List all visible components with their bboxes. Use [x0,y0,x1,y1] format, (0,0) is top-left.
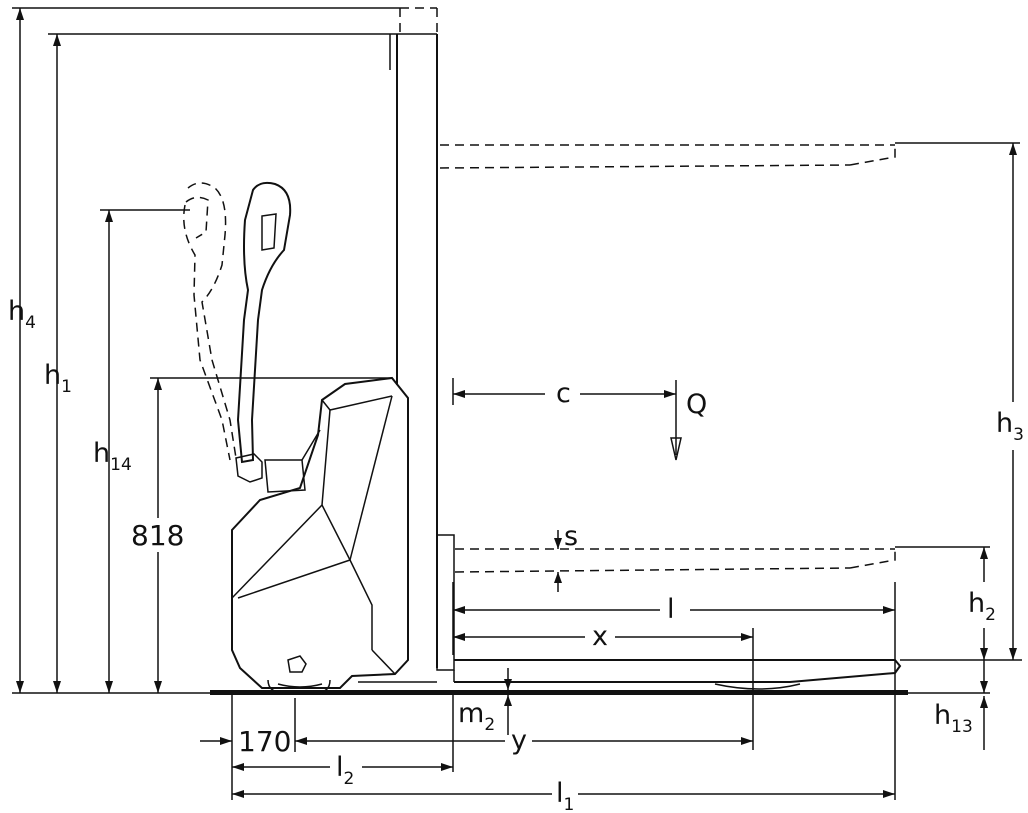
dim-h13 [905,660,990,750]
dim-h2 [895,546,1022,661]
dim-h1 [48,33,390,693]
label-h2: h2 [968,588,996,625]
dim-y [295,737,753,745]
drive-wheel [267,679,331,694]
raised-fork-dashed [439,144,896,169]
mast-extended-dashed [399,7,438,34]
label-s: s [564,521,578,552]
load-arrow-q [670,380,682,461]
dim-l2 [232,695,454,772]
dim-s [554,530,562,592]
ground-line [210,690,908,695]
dim-l [452,582,896,800]
dim-170 [200,695,296,800]
dim-818 [150,377,392,693]
label-c: c [556,378,571,409]
label-y: y [511,725,527,756]
tiller-handle-dashed [183,182,237,461]
dim-c [452,378,676,405]
label-l2: l2 [336,752,354,789]
dim-h4 [12,7,400,693]
mast [389,33,455,671]
label-h14: h14 [93,438,132,475]
label-l: l [667,594,675,625]
label-m2: m2 [458,698,495,735]
dim-m2 [504,668,512,735]
label-h4: h4 [8,296,36,333]
lifted-fork-dashed [454,548,896,573]
label-h3: h3 [996,408,1024,445]
dim-h14 [100,209,190,693]
label-170: 170 [238,725,291,758]
label-818: 818 [131,519,184,552]
dim-h3 [895,142,1020,660]
dim-l1 [232,790,895,798]
label-h1: h1 [44,360,72,397]
label-x: x [592,621,608,652]
dim-x [453,628,754,750]
tiller-handle [235,181,292,483]
lowered-fork [453,659,902,690]
label-h13: h13 [934,700,973,737]
label-q: Q [686,389,707,420]
truck-body [231,376,437,689]
label-l1: l1 [556,778,574,813]
